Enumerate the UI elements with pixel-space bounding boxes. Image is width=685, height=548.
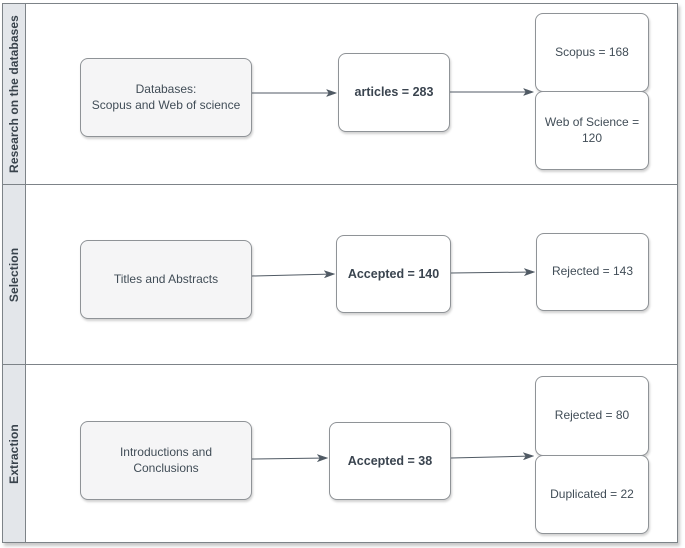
source-node-titles-abstracts: Titles and Abstracts — [80, 240, 252, 319]
lane-header-selection: Selection — [3, 185, 26, 364]
lane-label: Research on the databases — [7, 15, 21, 173]
output-node-scopus: Scopus = 168 — [535, 13, 649, 92]
output-node-rejected-143: Rejected = 143 — [536, 233, 649, 311]
output-node-duplicated-22: Duplicated = 22 — [535, 455, 649, 534]
process-node-accepted-38: Accepted = 38 — [329, 422, 451, 500]
source-node-introductions-conclusions: Introductions and Conclusions — [80, 421, 252, 500]
process-node-articles: articles = 283 — [338, 53, 450, 132]
lane-header-research: Research on the databases — [3, 4, 26, 184]
lane-selection: Selection — [3, 185, 677, 365]
process-node-accepted-140: Accepted = 140 — [336, 235, 451, 313]
lane-label: Selection — [7, 247, 21, 302]
output-node-web-of-science: Web of Science = 120 — [535, 91, 649, 170]
lane-extraction: Extraction — [3, 365, 677, 542]
source-node-databases: Databases: Scopus and Web of science — [80, 58, 252, 137]
output-node-rejected-80: Rejected = 80 — [535, 376, 649, 456]
lane-label: Extraction — [7, 423, 21, 484]
lane-research-on-the-databases: Research on the databases — [3, 4, 677, 185]
lane-header-extraction: Extraction — [3, 365, 26, 542]
